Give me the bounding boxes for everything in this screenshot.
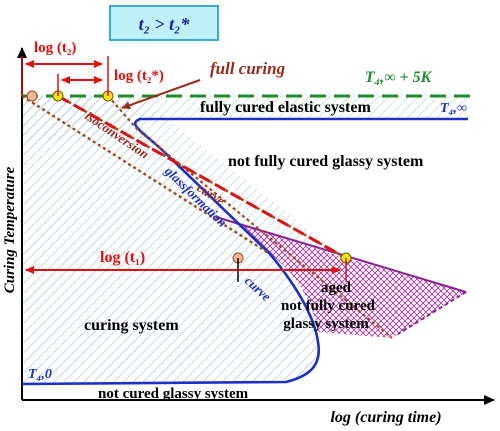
full-curing-pointer	[121, 79, 201, 110]
log-t2-star-label: log (t₂*)	[114, 68, 164, 84]
not-fully-cured-glassy-label: not fully cured glassy system	[228, 153, 424, 170]
tg-inf-plus-5k-label: T₄,∞ + 5K	[365, 69, 433, 86]
not-cured-glassy-label: not cured glassy system	[98, 386, 249, 402]
points	[26, 90, 352, 264]
y-axis-label: Curing Temperature	[2, 166, 18, 293]
red-dashed-curing-line	[57, 94, 347, 260]
condition-text: t₂ > t₂*	[139, 14, 191, 34]
aged-region	[216, 217, 466, 338]
x-axis-label: log (curing time)	[330, 409, 441, 426]
aged-region-lower-edge	[397, 291, 467, 335]
curing-region	[22, 96, 319, 384]
aged-label-2: not fully cured	[281, 298, 376, 314]
aged-label-3: glassy system	[283, 316, 369, 332]
log-t1-label: log (t₁)	[100, 249, 145, 266]
fully-cured-label: fully cured elastic system	[200, 99, 371, 116]
point-origin	[26, 90, 38, 102]
curing-system-label: curing system	[84, 317, 179, 334]
condition-box	[109, 5, 219, 41]
wedge-region	[108, 96, 345, 258]
isoconversion-curve	[21, 94, 271, 256]
axes	[17, 47, 495, 405]
log-t2-label: log (t₂)	[34, 40, 76, 56]
tg-inf-label: T₄,∞	[440, 101, 467, 116]
aged-label-1: aged	[321, 280, 352, 296]
tg-0-label: T₄,0	[28, 367, 52, 382]
full-curing-label: full curing	[210, 59, 286, 78]
glassformation-curve	[21, 117, 468, 386]
